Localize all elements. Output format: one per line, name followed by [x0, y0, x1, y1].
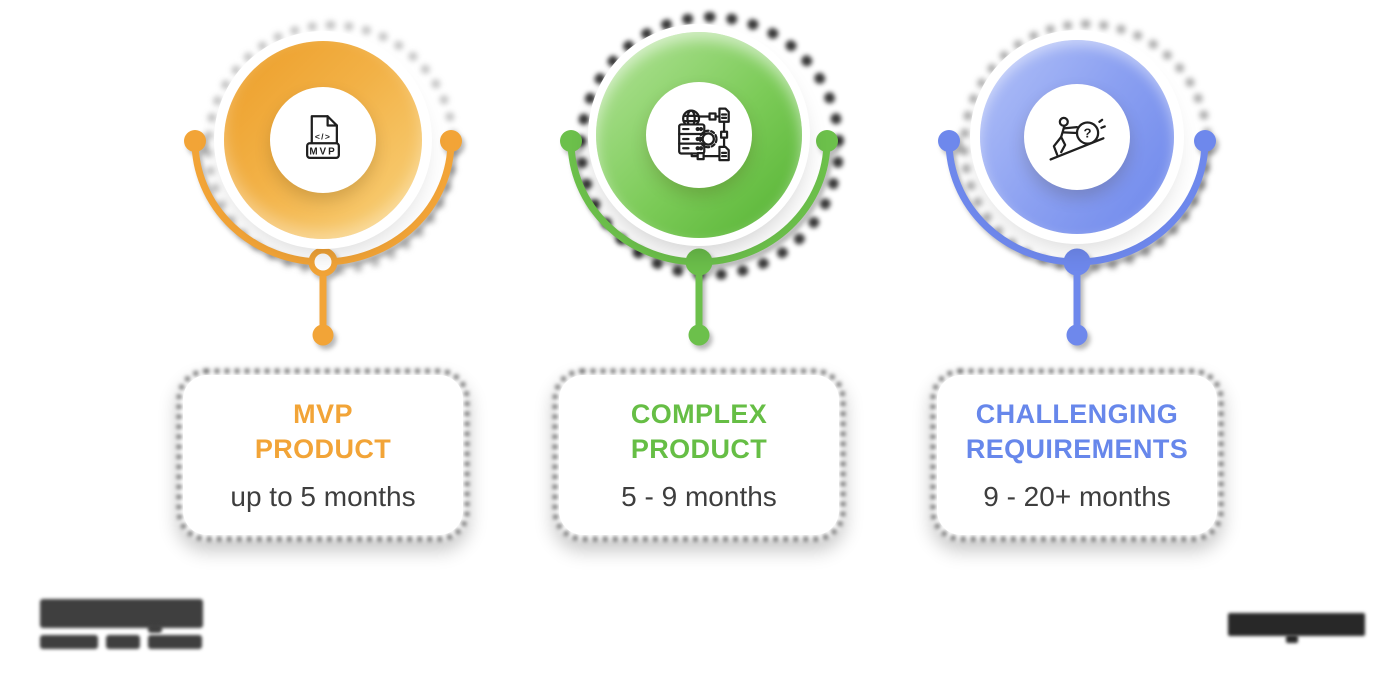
challenging-icon-badge: ? [1024, 84, 1130, 190]
card-duration: 5 - 9 months [621, 481, 777, 512]
mvp-icon-badge: </> MVP [270, 87, 376, 193]
complex-card: COMPLEX PRODUCT 5 - 9 months [553, 369, 845, 541]
mvp-gradient-circle: </> MVP [224, 41, 422, 239]
svg-text:MVP: MVP [309, 147, 336, 158]
card-title: CHALLENGING REQUIREMENTS [965, 399, 1189, 464]
connector-line [560, 130, 838, 346]
system-architecture-icon [678, 107, 730, 162]
svg-text:</>: </> [315, 131, 331, 141]
pushing-boulder-uphill-icon: ? [1049, 116, 1106, 161]
connector-line [938, 130, 1216, 346]
complex-icon-badge [646, 82, 752, 188]
mvp-code-file-icon: </> MVP [306, 115, 340, 159]
connector-line [184, 130, 462, 346]
card-duration: up to 5 months [230, 481, 416, 512]
card-speckle-border [553, 369, 845, 541]
card-title: MVP PRODUCT [254, 399, 392, 464]
card-speckle-border [177, 369, 469, 541]
challenging-card: CHALLENGING REQUIREMENTS 9 - 20+ months [931, 369, 1223, 541]
card-speckle-border [931, 369, 1223, 541]
complex-gradient-circle [596, 32, 802, 238]
card-title: COMPLEX PRODUCT [630, 399, 768, 464]
svg-text:?: ? [1084, 126, 1092, 141]
mvp-card: MVP PRODUCT up to 5 months [177, 369, 469, 541]
challenging-gradient-circle: ? [980, 40, 1174, 234]
card-duration: 9 - 20+ months [983, 481, 1171, 512]
